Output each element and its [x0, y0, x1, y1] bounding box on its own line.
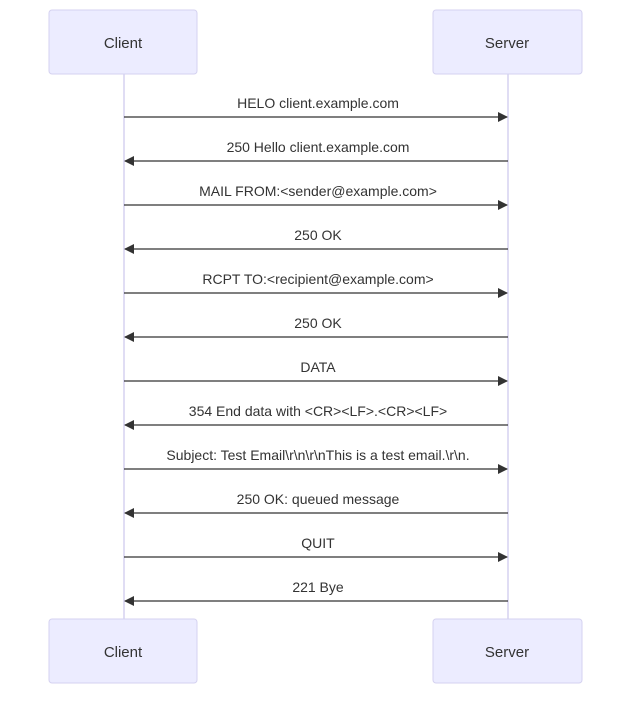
message-label: 354 End data with <CR><LF>.<CR><LF> [189, 403, 447, 419]
client-actor-top: Client [48, 9, 198, 75]
message-label: RCPT TO:<recipient@example.com> [202, 271, 433, 287]
message: 221 Bye [124, 579, 508, 606]
client-actor-bottom: Client [48, 618, 198, 684]
message: DATA [124, 359, 508, 386]
message: Subject: Test Email\r\n\r\nThis is a tes… [124, 447, 508, 474]
message-label: 250 OK: queued message [237, 491, 400, 507]
message: MAIL FROM:<sender@example.com> [124, 183, 508, 210]
message: 250 OK [124, 227, 508, 254]
message-label: QUIT [301, 535, 335, 551]
client-actor-bottom-label: Client [104, 644, 143, 661]
message: 354 End data with <CR><LF>.<CR><LF> [124, 403, 508, 430]
message-label: Subject: Test Email\r\n\r\nThis is a tes… [166, 447, 469, 463]
server-actor-bottom-label: Server [485, 644, 529, 661]
message: 250 OK [124, 315, 508, 342]
server-actor-top: Server [432, 9, 583, 75]
message: 250 OK: queued message [124, 491, 508, 518]
message-label: 250 OK [294, 227, 342, 243]
message-label: 221 Bye [292, 579, 344, 595]
message-label: DATA [300, 359, 336, 375]
server-actor-top-label: Server [485, 35, 529, 52]
message-label: 250 Hello client.example.com [227, 139, 410, 155]
message: 250 Hello client.example.com [124, 139, 508, 166]
message-label: 250 OK [294, 315, 342, 331]
server-actor-bottom: Server [432, 618, 583, 684]
client-actor-top-label: Client [104, 35, 143, 52]
message-list: HELO client.example.com 250 Hello client.… [124, 95, 508, 606]
message-label: MAIL FROM:<sender@example.com> [199, 183, 437, 199]
message: HELO client.example.com [124, 95, 508, 122]
message-label: HELO client.example.com [237, 95, 399, 111]
message: QUIT [124, 535, 508, 562]
message: RCPT TO:<recipient@example.com> [124, 271, 508, 298]
